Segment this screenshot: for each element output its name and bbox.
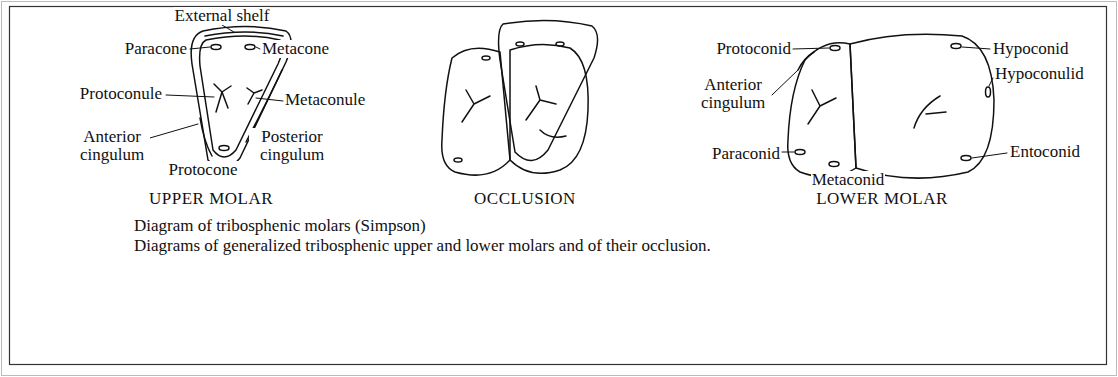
part-label: Protoconule bbox=[79, 85, 163, 103]
lower-molar bbox=[788, 34, 994, 178]
occlusion-figure bbox=[442, 20, 598, 175]
part-label: Anterior cingulum bbox=[74, 128, 150, 164]
figure-caption: Diagrams of generalized tribosphenic upp… bbox=[133, 237, 712, 255]
figure-heading: UPPER MOLAR bbox=[148, 190, 274, 208]
part-label: Metaconid bbox=[811, 171, 886, 189]
part-label: Entoconid bbox=[1009, 143, 1081, 161]
figure-heading: LOWER MOLAR bbox=[815, 190, 949, 208]
part-label: External shelf bbox=[174, 7, 271, 25]
part-label: Metaconule bbox=[284, 91, 366, 109]
part-label: Paracone bbox=[124, 40, 188, 58]
part-label: Protoconid bbox=[715, 40, 792, 58]
figure-title: Diagram of tribosphenic molars (Simpson) bbox=[133, 217, 427, 235]
part-label: Anterior cingulum bbox=[695, 76, 771, 112]
part-label: Metacone bbox=[261, 40, 330, 58]
part-label: Protocone bbox=[168, 161, 239, 179]
figure-frame bbox=[10, 7, 1107, 365]
figure-heading: OCCLUSION bbox=[473, 190, 577, 208]
part-label: Hypoconulid bbox=[994, 65, 1085, 83]
part-label: Paraconid bbox=[711, 145, 781, 163]
part-label: Hypoconid bbox=[992, 40, 1070, 58]
part-label: Posterior cingulum bbox=[249, 128, 335, 164]
